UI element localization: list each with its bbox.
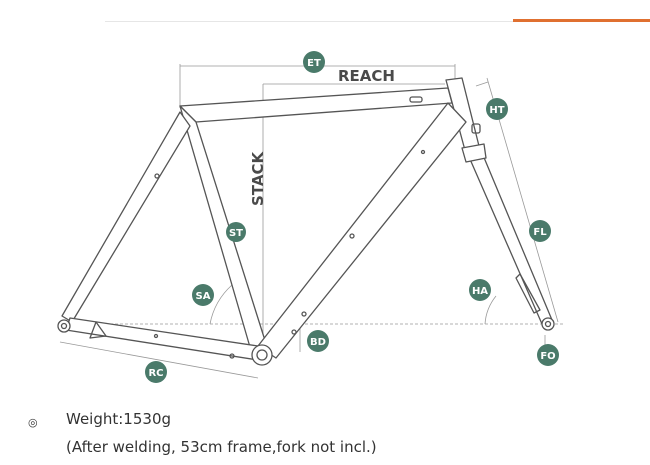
- badge-et-text: ET: [307, 58, 321, 69]
- badge-sa-text: SA: [196, 291, 211, 302]
- badge-fl: FL: [529, 220, 551, 242]
- badge-ha-text: HA: [472, 286, 488, 297]
- badge-ha: HA: [469, 279, 491, 301]
- badge-et: ET: [303, 51, 325, 73]
- stack-label: STACK: [249, 151, 267, 206]
- badge-st-text: ST: [229, 228, 243, 239]
- badge-rc-text: RC: [148, 368, 163, 379]
- badge-ht-text: HT: [489, 105, 504, 116]
- badge-fo: FO: [537, 344, 559, 366]
- badge-rc: RC: [145, 361, 167, 383]
- badge-st: ST: [226, 222, 246, 242]
- badge-ht: HT: [486, 98, 508, 120]
- badge-fl-text: FL: [533, 227, 547, 238]
- badge-bd-text: BD: [310, 337, 326, 348]
- accent-bar: [513, 19, 650, 22]
- badge-fo-text: FO: [540, 351, 555, 362]
- badge-bd: BD: [307, 330, 329, 352]
- reach-label: REACH: [338, 67, 395, 85]
- frame-geometry-diagram: REACH STACK ET HT FL SA HA BD RC FO ST: [57, 51, 565, 383]
- bullet-icon: ◎: [28, 416, 38, 429]
- badge-sa: SA: [192, 284, 214, 306]
- weight-note: (After welding, 53cm frame,fork not incl…: [66, 438, 377, 456]
- top-divider: [105, 21, 650, 22]
- bike-frame: [57, 77, 555, 366]
- weight-text: Weight:1530g: [66, 410, 172, 428]
